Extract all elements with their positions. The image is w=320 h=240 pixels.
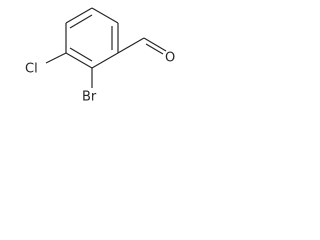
aldehyde-group: O — [117, 37, 175, 66]
bromine-atom-label: Br — [82, 90, 97, 105]
chlorine-atom-label: Cl — [25, 62, 38, 77]
ring-bond-top-left — [65, 7, 93, 24]
ring-to-chlorine-bond — [45, 52, 67, 64]
ring-bond-bottom-right — [91, 52, 119, 69]
benzene-ring — [65, 7, 119, 69]
oxygen-atom-label: O — [165, 51, 175, 66]
ring-bond-bottom-left-inner — [69, 47, 93, 62]
chemical-structure: O Br Cl — [25, 7, 175, 105]
ring-to-carbonyl-bond — [117, 37, 145, 54]
carbonyl-double-bond-outer — [143, 37, 167, 52]
ring-bond-top-right — [91, 7, 119, 24]
ring-bond-bottom-left — [65, 52, 93, 69]
carbonyl-double-bond-inner — [145, 43, 164, 55]
ring-bond-top-left-inner — [69, 14, 93, 29]
chloro-substituent: Cl — [25, 52, 67, 77]
bromo-substituent: Br — [82, 68, 97, 105]
